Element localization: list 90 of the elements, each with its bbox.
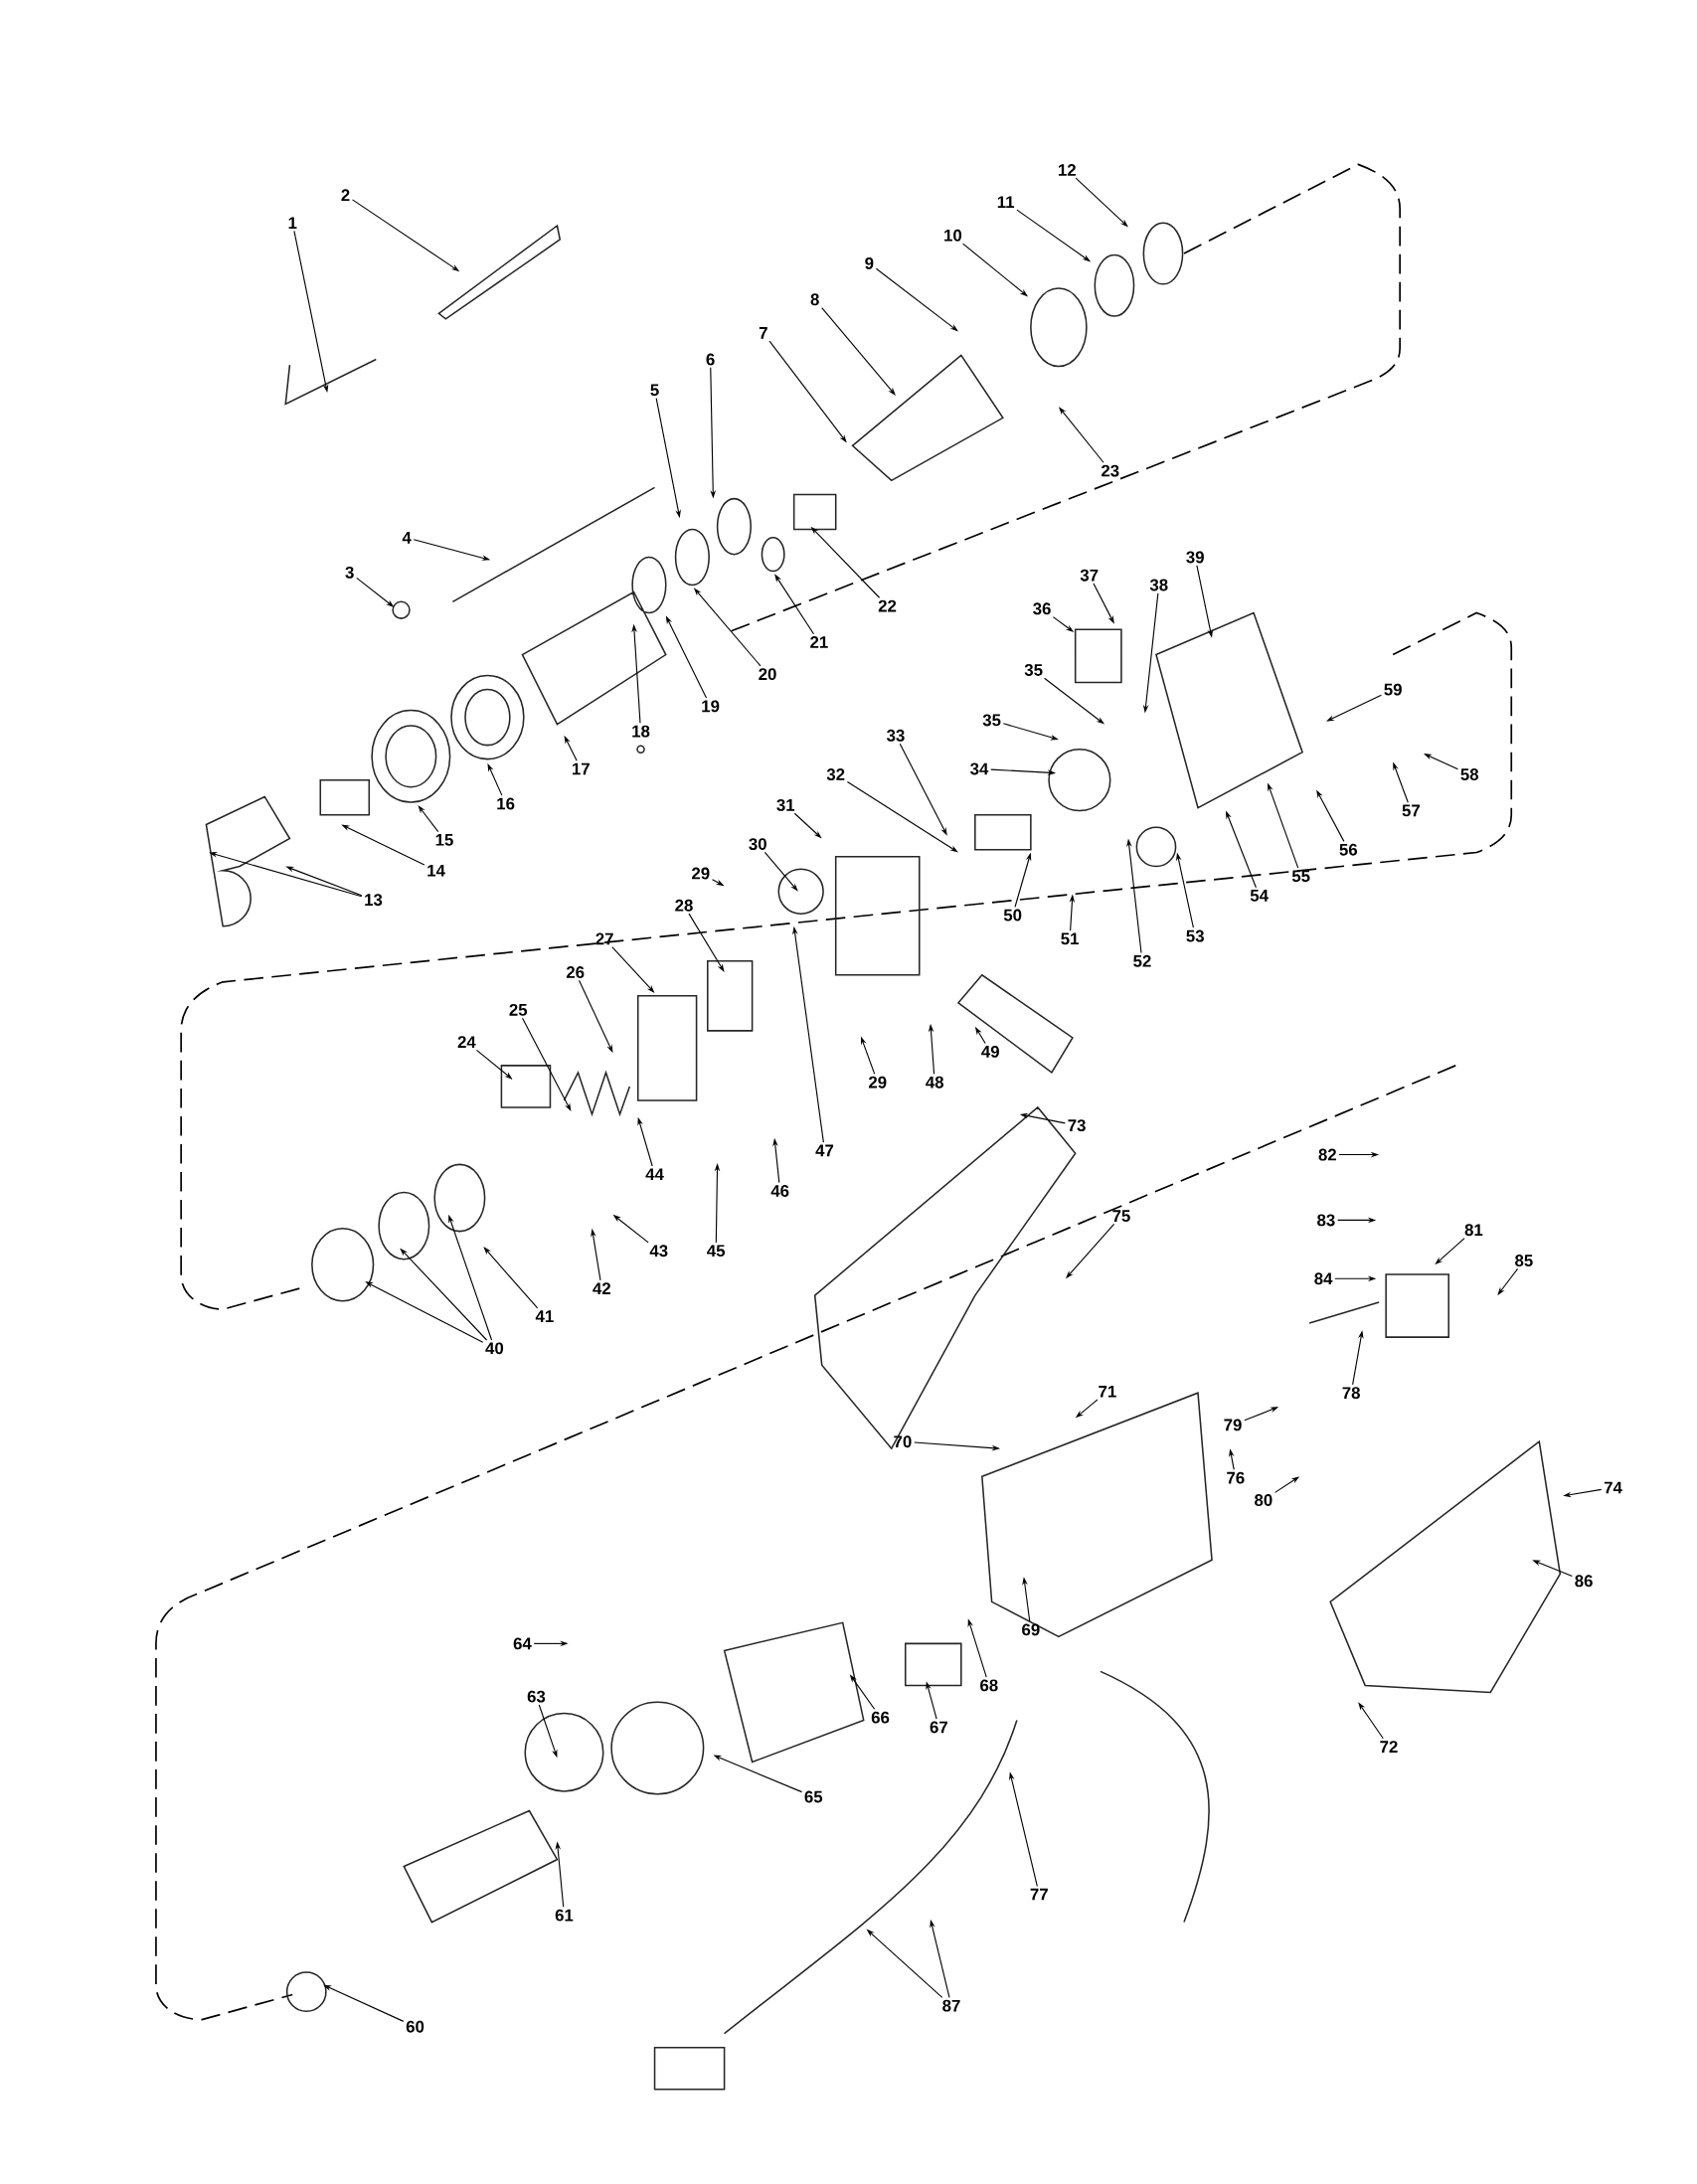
callout-number: 1 bbox=[288, 217, 297, 229]
callout-number: 54 bbox=[1251, 890, 1270, 902]
callout-number: 45 bbox=[707, 1245, 726, 1258]
callout-number: 23 bbox=[1102, 464, 1119, 477]
callout-number: 29 bbox=[692, 867, 710, 880]
callout-number: 35 bbox=[1024, 664, 1043, 676]
callout-number: 53 bbox=[1186, 929, 1205, 942]
callout-number: 2 bbox=[341, 189, 350, 202]
callout-number: 74 bbox=[1605, 1481, 1622, 1494]
callout-number: 22 bbox=[879, 599, 897, 612]
callout-number: 49 bbox=[981, 1045, 1000, 1058]
callout-number: 46 bbox=[770, 1185, 789, 1197]
callout-number: 68 bbox=[980, 1679, 998, 1692]
callout-number: 61 bbox=[555, 1909, 574, 1922]
callout-number: 24 bbox=[457, 1036, 476, 1048]
callout-number: 28 bbox=[675, 899, 693, 912]
callout-number: 21 bbox=[810, 636, 828, 648]
callout-number: 73 bbox=[1068, 1119, 1087, 1132]
callout-number: 81 bbox=[1464, 1224, 1483, 1237]
callout-number: 78 bbox=[1342, 1387, 1361, 1400]
callout-number: 44 bbox=[645, 1168, 664, 1180]
callout-number: 77 bbox=[1030, 1888, 1049, 1901]
callout-number: 66 bbox=[872, 1711, 890, 1724]
callout-number: 70 bbox=[894, 1435, 912, 1448]
callout-number: 80 bbox=[1255, 1494, 1273, 1506]
callout-number: 57 bbox=[1402, 804, 1421, 817]
callout-number: 86 bbox=[1575, 1575, 1594, 1588]
callout-number: 26 bbox=[567, 966, 585, 978]
callout-number: 55 bbox=[1292, 870, 1310, 883]
callout-number: 69 bbox=[1022, 1623, 1040, 1636]
callout-number: 4 bbox=[402, 532, 412, 544]
callout-number: 16 bbox=[497, 797, 515, 810]
callout-number: 87 bbox=[942, 1999, 960, 2012]
callout-number: 56 bbox=[1339, 843, 1358, 856]
callout-number: 7 bbox=[760, 327, 767, 339]
callout-number: 32 bbox=[826, 768, 845, 780]
callout-number: 63 bbox=[527, 1690, 546, 1703]
callout-number: 65 bbox=[804, 1790, 823, 1803]
callout-number: 17 bbox=[573, 762, 591, 775]
callout-number: 85 bbox=[1515, 1255, 1533, 1266]
callout-number: 47 bbox=[815, 1144, 834, 1157]
callout-number: 12 bbox=[1059, 164, 1077, 176]
callout-number: 15 bbox=[435, 834, 454, 846]
callout-number: 9 bbox=[865, 256, 874, 269]
callout-number: 71 bbox=[1099, 1386, 1116, 1398]
callout-number: 75 bbox=[1112, 1210, 1130, 1223]
callout-number: 60 bbox=[407, 2020, 424, 2033]
callout-number: 18 bbox=[632, 725, 650, 738]
callout-number: 36 bbox=[1033, 602, 1051, 615]
callout-number: 14 bbox=[427, 864, 445, 877]
callout-number: 35 bbox=[982, 714, 1001, 727]
callout-number: 67 bbox=[930, 1721, 948, 1734]
callout-number: 43 bbox=[649, 1245, 668, 1258]
callout-number: 31 bbox=[776, 798, 795, 811]
callout-number: 30 bbox=[749, 838, 767, 851]
callout-number: 13 bbox=[365, 894, 383, 907]
leader-line bbox=[1059, 407, 1104, 463]
callout-number: 33 bbox=[887, 729, 905, 742]
callout-number: 58 bbox=[1460, 768, 1479, 780]
callout-number: 34 bbox=[970, 762, 989, 775]
callout-number: 50 bbox=[1004, 909, 1022, 922]
callout-number: 27 bbox=[595, 932, 613, 945]
callout-number: 51 bbox=[1061, 932, 1080, 945]
callout-number: 79 bbox=[1224, 1419, 1242, 1431]
callout-number: 83 bbox=[1317, 1214, 1335, 1227]
callout-number: 76 bbox=[1227, 1471, 1245, 1484]
callout-number: 29 bbox=[869, 1076, 887, 1089]
callout-number: 39 bbox=[1186, 551, 1205, 564]
callout-number: 20 bbox=[759, 668, 776, 681]
callout-number: 72 bbox=[1380, 1741, 1398, 1753]
callout-number: 41 bbox=[535, 1310, 554, 1322]
callout-number: 3 bbox=[345, 566, 354, 579]
callout-number: 8 bbox=[810, 293, 820, 306]
callout-number: 25 bbox=[509, 1003, 528, 1016]
callout-number: 64 bbox=[513, 1637, 532, 1650]
callout-number: 10 bbox=[944, 229, 962, 242]
callout-number: 59 bbox=[1384, 683, 1403, 696]
callout-number: 38 bbox=[1150, 579, 1168, 591]
callout-number: 84 bbox=[1314, 1272, 1333, 1285]
callout-number: 82 bbox=[1318, 1148, 1337, 1161]
callout-number: 19 bbox=[702, 700, 720, 713]
callout-number: 52 bbox=[1133, 954, 1151, 967]
callout-number: 37 bbox=[1080, 569, 1099, 582]
callout-number: 6 bbox=[706, 353, 715, 366]
callout-number: 11 bbox=[998, 196, 1015, 208]
callout-number: 48 bbox=[926, 1076, 944, 1089]
callout-number: 42 bbox=[593, 1282, 611, 1294]
callout-number: 5 bbox=[650, 384, 659, 397]
callout-number: 40 bbox=[485, 1342, 504, 1355]
leader-line bbox=[688, 913, 725, 972]
